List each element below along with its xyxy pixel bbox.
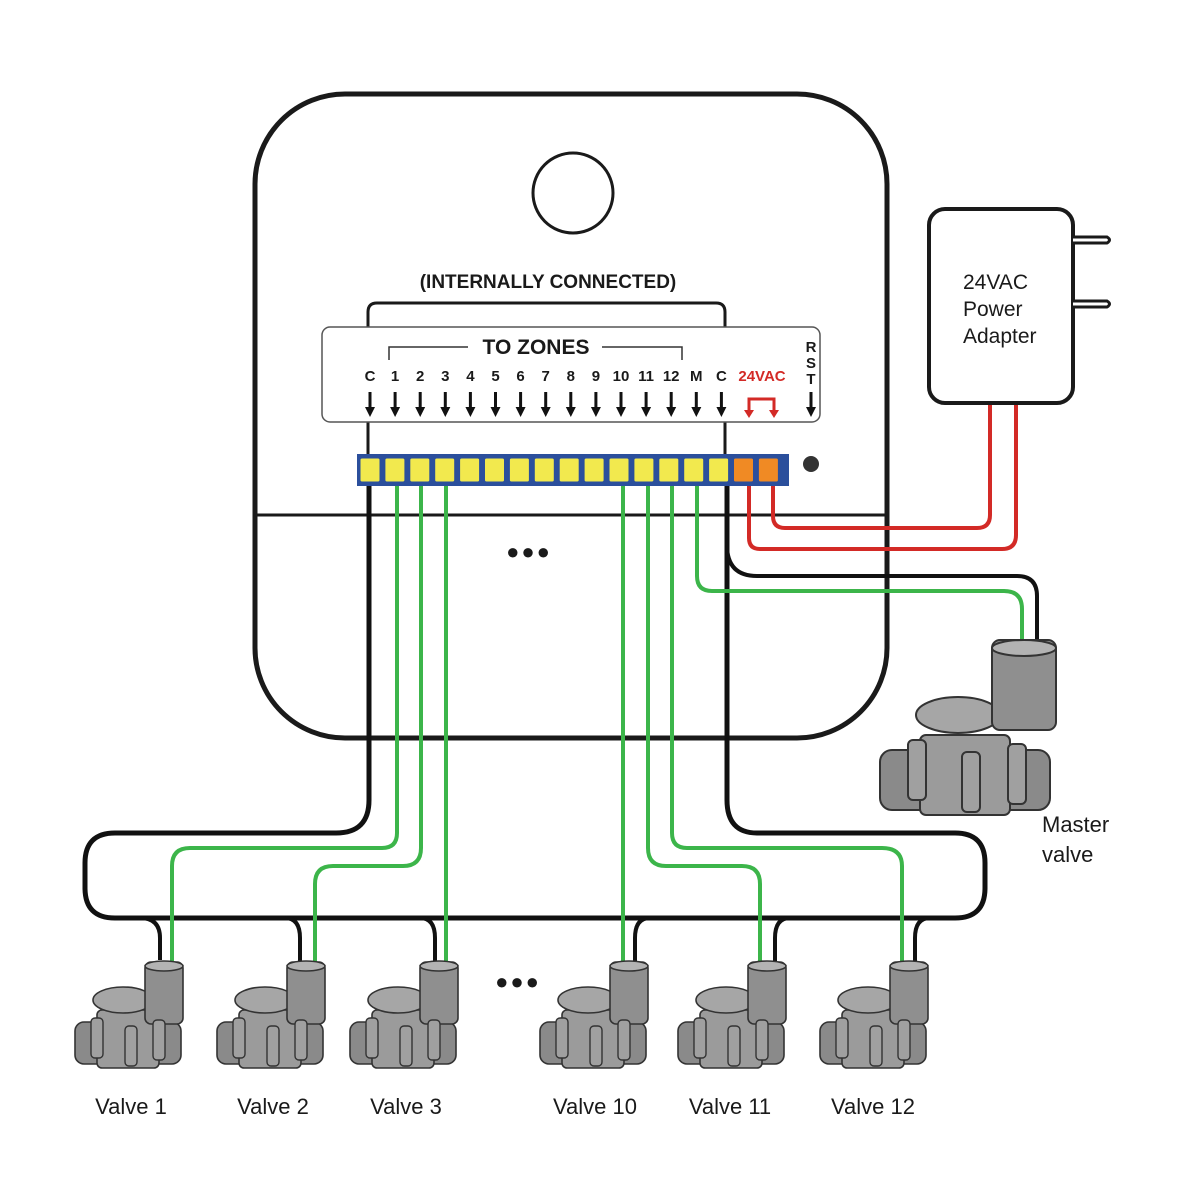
terminal-arrowhead-icon [465, 407, 476, 417]
master-valve-label-line2: valve [1042, 842, 1093, 867]
zone-valves [74, 960, 929, 1069]
internally-connected-label: (INTERNALLY CONNECTED) [420, 272, 677, 293]
zone-2-wire [313, 482, 423, 962]
terminal-block [357, 454, 789, 486]
controller-ellipsis: ●●● [506, 539, 552, 564]
terminal-label-1: 1 [391, 368, 399, 385]
zone-12-wire [670, 482, 904, 962]
reset-button[interactable] [803, 456, 819, 472]
terminal[interactable] [434, 457, 456, 483]
terminal-label-3: 3 [441, 368, 449, 385]
reset-label-t: T [806, 371, 815, 388]
power-arrows-icon [747, 397, 776, 413]
terminal-arrows [365, 392, 727, 417]
terminal-arrowhead-icon [365, 407, 375, 417]
terminal-arrowhead-icon [490, 407, 501, 417]
terminal[interactable] [384, 457, 406, 483]
terminal-label-7: 7 [542, 368, 550, 385]
terminal-arrowhead-icon [390, 407, 401, 417]
terminal-label-4: 4 [466, 368, 475, 385]
terminal[interactable] [484, 457, 505, 483]
reset-label-r: R [806, 339, 817, 356]
terminal[interactable] [533, 457, 555, 483]
terminal-arrowhead-icon [515, 407, 526, 417]
adapter-label-line1: 24VAC [963, 271, 1028, 294]
master-common-wire [725, 544, 1039, 640]
valve-label-3: Valve 3 [370, 1094, 442, 1119]
valve-icon [539, 960, 649, 1069]
valve-icon [74, 960, 184, 1069]
terminal[interactable] [583, 457, 605, 483]
master-valve-icon [879, 639, 1057, 816]
terminal[interactable] [658, 457, 680, 483]
terminal-label-c: C [365, 368, 376, 385]
terminal-label-c: C [716, 368, 727, 385]
terminal-label-m: M [690, 368, 703, 385]
valve-label-12: Valve 12 [831, 1094, 915, 1119]
terminal-arrowhead-icon [565, 407, 576, 417]
terminal-label-10: 10 [613, 368, 630, 385]
power-wire-1 [747, 400, 1018, 551]
valve-label-2: Valve 2 [237, 1094, 309, 1119]
terminal[interactable] [459, 457, 481, 483]
terminal[interactable] [683, 457, 705, 483]
terminal-label-5: 5 [491, 368, 499, 385]
terminal-arrowhead-icon [440, 407, 451, 417]
reset-label-s: S [806, 355, 816, 372]
valves-ellipsis: ●●● [495, 969, 541, 994]
power-terminal-label: 24VAC [738, 368, 785, 385]
master-valve-label-line1: Master [1042, 812, 1109, 837]
to-zones-bracket [388, 346, 683, 360]
terminal[interactable] [708, 457, 730, 483]
power-adapter: 24VAC Power Adapter [927, 207, 1111, 405]
power-terminal[interactable] [757, 457, 779, 483]
adapter-label-line3: Adapter [963, 325, 1037, 348]
power-wire-2 [771, 400, 992, 530]
terminal[interactable] [558, 457, 580, 483]
terminal-label-8: 8 [567, 368, 575, 385]
zone-1-wire [170, 482, 399, 962]
terminal-label-2: 2 [416, 368, 424, 385]
wiring [82, 400, 1039, 962]
terminal-arrowhead-icon [590, 407, 601, 417]
master-wire [695, 482, 1024, 640]
terminal-label-11: 11 [638, 368, 654, 385]
power-terminal[interactable] [733, 457, 754, 483]
valve-icon [216, 960, 326, 1069]
terminal[interactable] [633, 457, 655, 483]
plug-prong-top [1073, 235, 1111, 245]
adapter-label-line2: Power [963, 298, 1023, 321]
terminal-arrowhead-icon [666, 407, 677, 417]
valve-label-1: Valve 1 [95, 1094, 167, 1119]
valve-icon [349, 960, 459, 1069]
terminal-label-12: 12 [663, 368, 680, 385]
terminal-label-6: 6 [516, 368, 524, 385]
valve-label-10: Valve 10 [553, 1094, 637, 1119]
zone-11-wire [646, 482, 762, 962]
valve-icon [677, 960, 787, 1069]
terminal[interactable] [608, 457, 630, 483]
controller-button [531, 151, 615, 235]
valve-label-11: Valve 11 [689, 1094, 771, 1119]
terminal-arrowhead-icon [716, 407, 727, 417]
terminal[interactable] [359, 457, 381, 483]
common-wire [82, 482, 988, 921]
terminal-arrowhead-icon [616, 407, 626, 417]
valve-icon [819, 960, 929, 1069]
terminal-label-9: 9 [592, 368, 600, 385]
terminal-cover [366, 301, 727, 330]
terminal-arrowhead-icon [540, 407, 551, 417]
terminal[interactable] [508, 457, 530, 483]
plug-prong-bottom [1073, 299, 1111, 309]
terminal[interactable] [409, 457, 431, 483]
terminal-arrowhead-icon [415, 407, 426, 417]
to-zones-label: TO ZONES [483, 336, 590, 359]
terminal-arrowhead-icon [641, 407, 652, 417]
terminal-arrowhead-icon [691, 407, 702, 417]
